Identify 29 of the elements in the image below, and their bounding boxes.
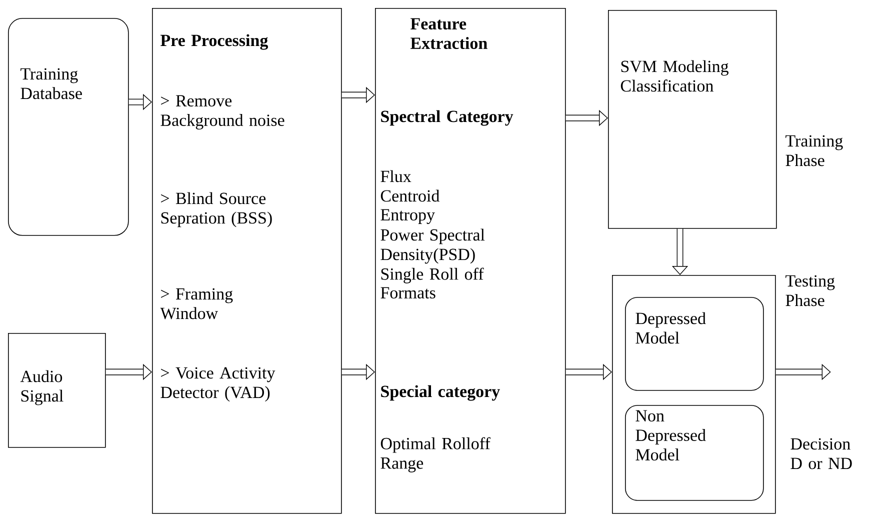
box-text: Centroid: [380, 190, 440, 202]
process-box: [152, 8, 342, 514]
rounded-box: [8, 18, 129, 236]
heading: Special category: [381, 385, 500, 401]
box-text: Single Roll off: [381, 268, 484, 284]
decision-label: Decision D or ND: [790, 438, 852, 470]
process-box: [375, 8, 566, 514]
box-text: Non Depressed Model: [636, 410, 706, 460]
box-text: > Framing Window: [160, 288, 233, 320]
phase-label: Testing Phase: [786, 275, 835, 306]
box-text: SVM Modeling Classification: [620, 60, 728, 92]
heading: Pre Processing: [160, 34, 268, 50]
box-text: Entropy: [380, 209, 435, 224]
box-text: > Voice Activity Detector (VAD): [160, 367, 276, 402]
box-text: Formats: [380, 287, 436, 298]
rounded-box: [625, 405, 764, 501]
box-text: Power Spectral Density(PSD): [380, 228, 485, 264]
heading: Spectral Category: [381, 110, 514, 126]
phase-label: Training Phase: [786, 135, 843, 166]
process-box: [8, 333, 106, 448]
box-text: Flux: [380, 170, 412, 182]
box-text: Training Database: [20, 68, 82, 100]
box-text: > Remove Background noise: [160, 95, 284, 130]
box-text: > Blind Source Sepration (BSS): [161, 192, 272, 228]
rounded-box: [625, 297, 764, 391]
box-text: Audio Signal: [20, 370, 64, 406]
heading: Feature Extraction: [410, 18, 488, 49]
box-text: Optimal Rolloff Range: [380, 437, 490, 472]
box-text: Depressed Model: [636, 312, 706, 344]
